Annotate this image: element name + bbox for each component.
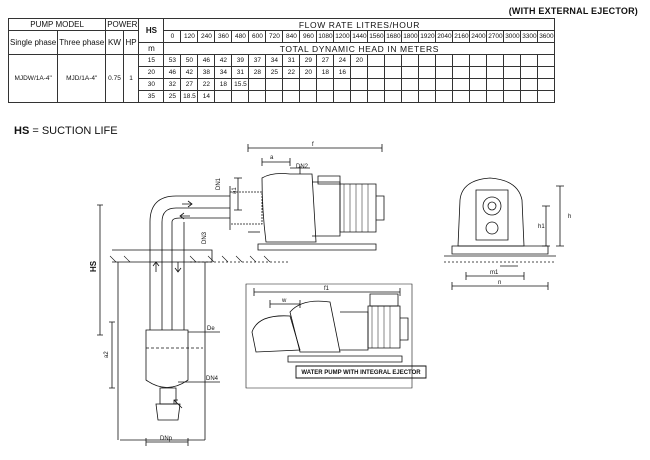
integral-ejector-pump-view — [245, 283, 427, 389]
hs-dimension — [97, 204, 103, 336]
label-n: n — [498, 280, 501, 286]
motor — [339, 183, 377, 233]
f1-dimension — [253, 288, 401, 296]
integral-base — [287, 355, 403, 363]
pressure-pipe — [149, 195, 230, 223]
single-phase-model: MJDW/1A-4" — [7, 54, 59, 103]
label-dn2: DN2 — [296, 164, 309, 170]
f-dimension — [247, 144, 383, 152]
pump-base — [257, 243, 377, 251]
m1-dimension — [465, 272, 525, 280]
label-de: De — [207, 326, 215, 332]
pump-side-view — [229, 144, 385, 251]
label-a: a — [270, 155, 274, 161]
head-value — [537, 90, 556, 103]
label-dn1: DN1 — [216, 177, 222, 190]
pump-casing — [261, 173, 317, 243]
suction-pipe — [171, 217, 230, 330]
ejector-body — [145, 329, 189, 388]
head-value: 14 — [197, 90, 216, 103]
label-hs: HS — [89, 260, 98, 272]
h-dimension — [556, 185, 564, 247]
ejector-casing — [289, 300, 341, 353]
h1-dimension — [542, 205, 550, 247]
caption-frame — [295, 365, 427, 379]
a-dimension — [261, 158, 291, 166]
well-section — [97, 195, 290, 446]
a1-dimension — [234, 177, 242, 211]
well-walls — [117, 262, 206, 440]
hs-abbrev: HS — [14, 125, 30, 137]
three-phase-header: Three phase — [57, 30, 107, 55]
n-dimension — [451, 282, 549, 290]
a2-dimension — [109, 321, 115, 389]
external-ejector-note: (WITH EXTERNAL EJECTOR) — [508, 6, 638, 16]
dnp-dimension — [145, 438, 189, 446]
three-phase-model: MJD/1A-4" — [57, 54, 107, 103]
single-phase-header: Single phase — [7, 30, 59, 55]
label-w: w — [281, 298, 287, 304]
label-f: f — [312, 142, 314, 148]
label-f1: f1 — [324, 286, 330, 292]
front-casing — [457, 177, 525, 247]
hs-header: HS — [138, 18, 165, 43]
label-dn3: DN3 — [202, 231, 208, 244]
label-dnp: DNp — [160, 436, 173, 442]
label-m1: m1 — [490, 270, 499, 276]
pump-front-view — [444, 177, 564, 290]
drawing-labels: a DN2 f DN1 a1 DN3 HS De a2 DN4 DNp h h1… — [89, 142, 571, 442]
suction-life-note: HS = SUCTION LIFE — [14, 125, 118, 137]
head-value: 18.5 — [180, 90, 199, 103]
w-dimension — [269, 300, 301, 308]
performance-table: PUMP MODEL POWER HS FLOW RATE LITRES/HOU… — [7, 18, 556, 103]
label-a1: a1 — [232, 187, 238, 194]
integral-ejector-caption: WATER PUMP WITH INTEGRAL EJECTOR — [301, 370, 421, 376]
label-h: h — [568, 214, 571, 220]
label-a2: a2 — [104, 351, 110, 358]
label-h1: h1 — [538, 224, 545, 230]
suction-life-text: = SUCTION LIFE — [29, 125, 118, 137]
label-dn4: DN4 — [206, 376, 219, 382]
